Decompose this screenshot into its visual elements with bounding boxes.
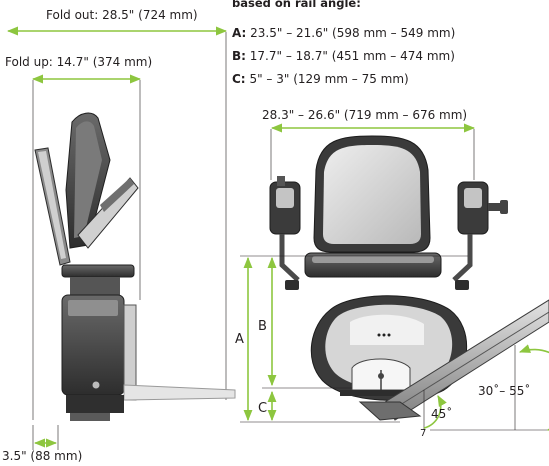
footrest-angle-label: 45˚	[431, 407, 453, 421]
spec-a-key: A:	[232, 26, 247, 40]
dimension-b-label: B	[258, 319, 267, 334]
rail-angle-indicator	[430, 344, 549, 431]
left-armrest	[269, 176, 301, 282]
footrest-angle-indicator	[423, 390, 447, 430]
fold-out-label: Fold out: 28.5" (724 mm)	[46, 8, 198, 22]
fold-up-dimension	[31, 74, 142, 420]
side-depth-label: 3.5" (88 mm)	[2, 449, 83, 463]
rail-angle-label: 30˚– 55˚	[478, 384, 531, 398]
overall-width-label: 28.3" – 26.6" (719 mm – 676 mm)	[262, 108, 468, 122]
spec-a: A: 23.5" – 21.6" (598 mm – 549 mm)	[232, 26, 455, 40]
dimension-a	[240, 255, 468, 422]
dimension-b	[262, 256, 352, 389]
spec-c-value: 5" – 3" (129 mm – 75 mm)	[249, 72, 409, 86]
rail-angle-heading: based on rail angle:	[232, 0, 361, 10]
spec-b-value: 17.7" – 18.7" (451 mm – 474 mm)	[249, 49, 455, 63]
spec-c-key: C:	[232, 72, 246, 86]
spec-b: B: 17.7" – 18.7" (451 mm – 474 mm)	[232, 49, 455, 63]
dimension-a-label: A	[235, 332, 244, 347]
side-depth-dimension	[32, 425, 59, 450]
dimension-c	[240, 390, 400, 423]
spec-a-value: 23.5" – 21.6" (598 mm – 549 mm)	[250, 26, 456, 40]
spec-c: C: 5" – 3" (129 mm – 75 mm)	[232, 72, 409, 86]
dimension-c-label: C	[258, 401, 268, 416]
right-armrest	[452, 181, 508, 282]
footrest-offset-label: 7	[420, 428, 427, 439]
front-view-stairlift	[269, 123, 549, 421]
side-view-stairlift	[34, 112, 236, 421]
fold-up-label: Fold up: 14.7" (374 mm)	[5, 55, 153, 69]
spec-b-key: B:	[232, 49, 246, 63]
